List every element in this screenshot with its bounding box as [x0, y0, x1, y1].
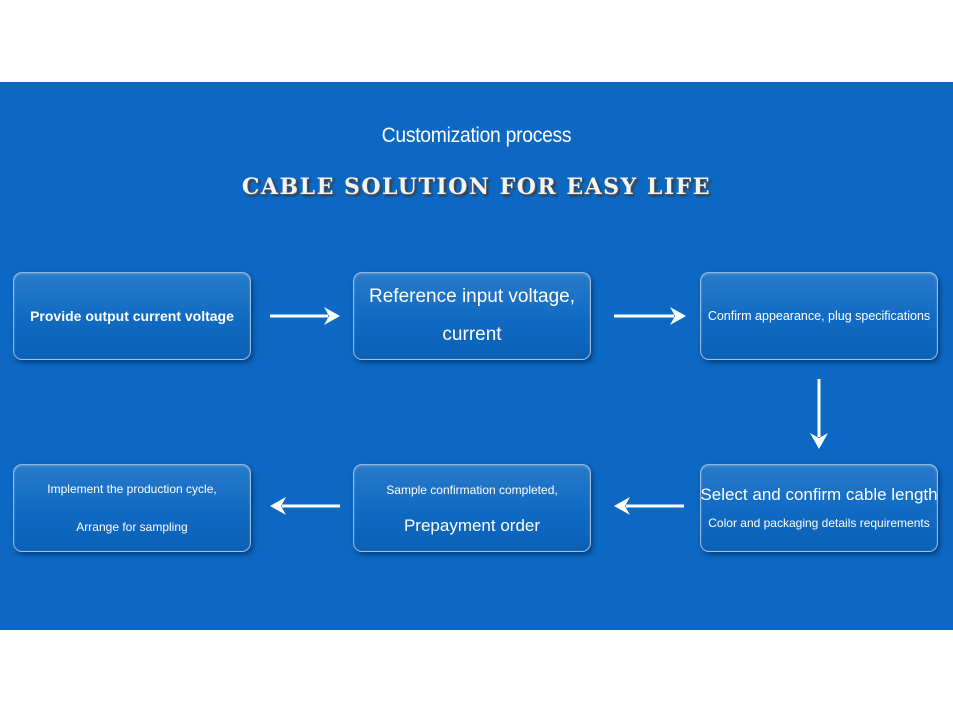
diagram-title: Customization process	[381, 124, 572, 147]
arrow-down-icon	[810, 379, 828, 449]
arrow-right-icon	[614, 307, 686, 325]
arrow-left-icon	[614, 497, 684, 515]
step-provide-output: Provide output current voltage	[13, 272, 251, 360]
step-label: Arrange for sampling	[76, 520, 188, 534]
step-label: Confirm appearance, plug specifications	[707, 309, 931, 323]
arrow-left-icon	[270, 497, 340, 515]
step-label: Color and packaging details requirements	[708, 516, 930, 530]
process-banner	[0, 82, 953, 630]
step-label: Reference input voltage,	[369, 286, 575, 307]
arrow-right-icon	[270, 307, 340, 325]
step-label: Select and confirm cable length	[700, 485, 938, 504]
step-label: current	[442, 324, 502, 345]
step-sample-confirmation: Sample confirmation completed, Prepaymen…	[353, 464, 591, 552]
step-label: Implement the production cycle,	[47, 482, 217, 496]
step-label: Provide output current voltage	[30, 308, 234, 324]
step-select-length: Select and confirm cable length Color an…	[700, 464, 938, 552]
step-implement-production: Implement the production cycle, Arrange …	[13, 464, 251, 552]
step-label: Prepayment order	[403, 516, 541, 535]
step-confirm-appearance: Confirm appearance, plug specifications	[700, 272, 938, 360]
step-reference-input: Reference input voltage, current	[353, 272, 591, 360]
diagram-subtitle: CABLE SOLUTION FOR EASY LIFE	[241, 174, 712, 200]
step-label: Sample confirmation completed,	[386, 483, 558, 497]
